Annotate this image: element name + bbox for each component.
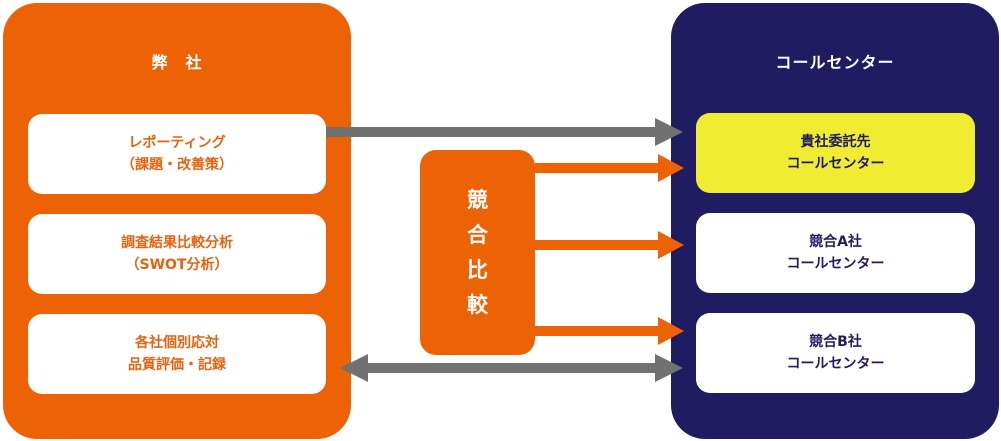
quality-evaluation-box: 各社個別応対 品質評価・記録: [28, 314, 326, 394]
quality-evaluation-label: 各社個別応対: [135, 335, 219, 351]
comparison-char: 比: [467, 257, 488, 282]
arrow-compare-to-competitor-a: [535, 240, 662, 250]
reporting-sublabel: （課題・改善策）: [121, 157, 233, 173]
survey-analysis-box: 調査結果比較分析 （SWOT分析）: [28, 214, 326, 294]
client-call-center-box: 貴社委託先 コールセンター: [696, 113, 975, 193]
reporting-box: レポーティング （課題・改善策）: [28, 114, 326, 194]
call-center-title: コールセンター: [775, 53, 895, 72]
reporting-label: レポーティング: [128, 135, 226, 151]
quality-evaluation-sublabel: 品質評価・記録: [128, 357, 226, 373]
competitor-a-box: 競合A社 コールセンター: [696, 213, 975, 293]
competitor-a-label: 競合A社: [809, 234, 862, 250]
survey-analysis-label: 調査結果比較分析: [121, 235, 233, 251]
competitor-b-label: 競合B社: [809, 334, 862, 350]
survey-analysis-sublabel: （SWOT分析）: [125, 257, 229, 273]
competitor-b-box: 競合B社 コールセンター: [696, 313, 975, 393]
client-call-center-sublabel: コールセンター: [786, 156, 885, 172]
arrow-compare-to-competitor-b: [535, 326, 662, 336]
arrow-compare-to-client: [535, 163, 662, 173]
comparison-char: 較: [467, 292, 488, 317]
our-company-title: 弊 社: [151, 53, 203, 72]
comparison-char: 競: [467, 187, 488, 212]
comparison-char: 合: [467, 222, 488, 247]
competitor-a-sublabel: コールセンター: [786, 256, 885, 272]
competitor-b-sublabel: コールセンター: [786, 356, 885, 372]
client-call-center-label: 貴社委託先: [800, 134, 871, 150]
comparison-box: 競 合 比 較: [420, 150, 535, 355]
arrow-evaluation-link: [364, 363, 662, 373]
arrow-reporting-to-client: [326, 127, 660, 137]
